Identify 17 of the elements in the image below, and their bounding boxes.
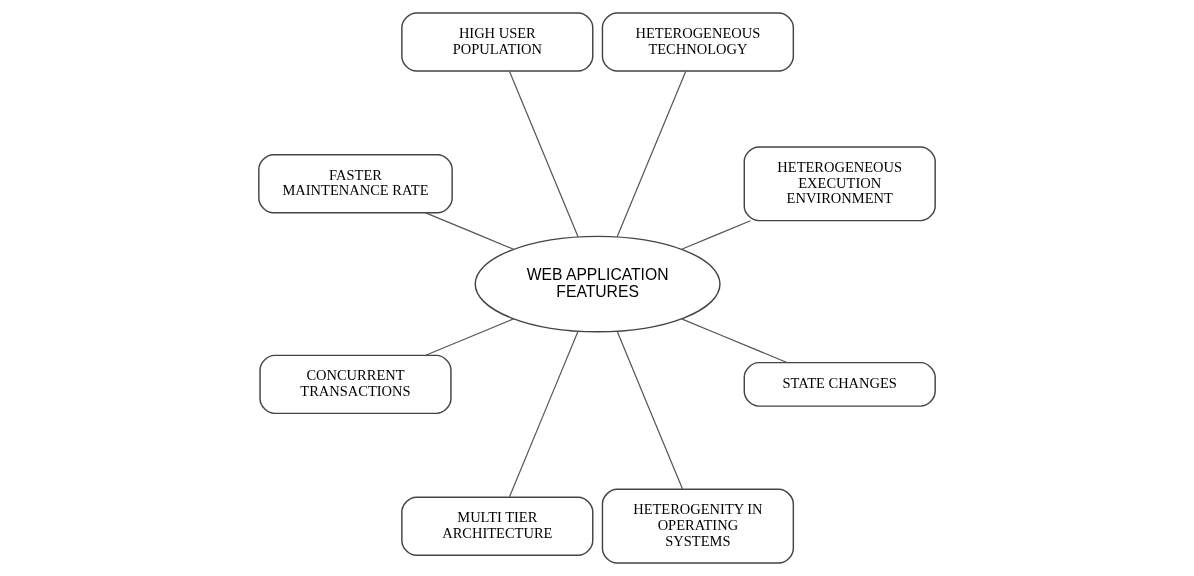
connector bbox=[425, 212, 515, 250]
connector bbox=[508, 330, 579, 498]
connector bbox=[616, 70, 687, 238]
node-box: HIGH USER POPULATION bbox=[401, 12, 594, 72]
connector bbox=[425, 318, 515, 356]
node-box: HETEROGENEOUS TECHNOLOGY bbox=[601, 12, 795, 72]
node-box: MULTI TIER ARCHITECTURE bbox=[401, 496, 594, 556]
node-box: HETEROGENITY IN OPERATING SYSTEMS bbox=[601, 488, 795, 564]
node-box: FASTER MAINTENANCE RATE bbox=[258, 154, 453, 214]
node-box: STATE CHANGES bbox=[743, 361, 936, 407]
connector bbox=[616, 330, 684, 490]
node-box: CONCURRENT TRANSACTIONS bbox=[259, 354, 452, 415]
connector bbox=[508, 70, 579, 238]
node-ellipse: WEB APPLICATION FEATURES bbox=[474, 235, 721, 333]
connector bbox=[681, 318, 788, 364]
node-box: HETEROGENEOUS EXECUTION ENVIRONMENT bbox=[743, 146, 936, 222]
connector bbox=[681, 220, 752, 250]
